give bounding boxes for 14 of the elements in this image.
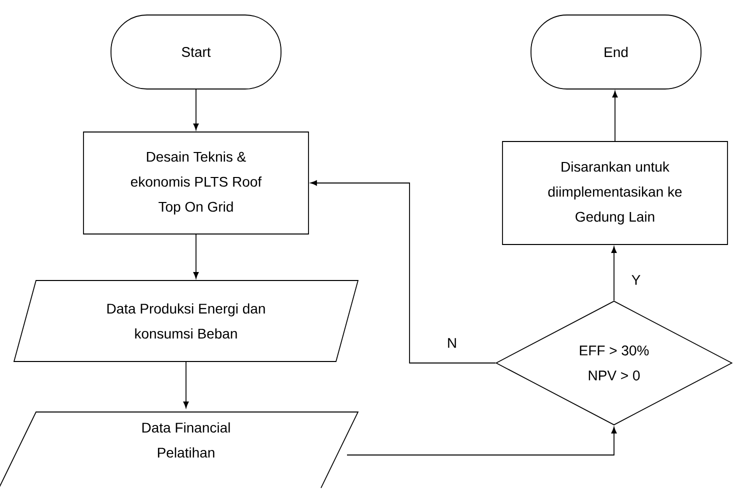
arrow xyxy=(193,234,199,279)
process-box: Desain Teknis & ekonomis PLTS Roof Top On Grid xyxy=(83,132,309,234)
edge-label: Y xyxy=(630,274,642,286)
arrow xyxy=(193,89,199,130)
arrow xyxy=(346,426,617,456)
edge-label: N xyxy=(446,337,458,349)
arrow xyxy=(183,362,189,408)
process-box: Disarankan untuk diimplementasikan ke Gedung Lain xyxy=(502,141,728,245)
arrow xyxy=(611,246,617,301)
arrow xyxy=(612,90,618,142)
start-terminal: Start xyxy=(110,14,282,90)
arrow xyxy=(310,180,496,364)
data-parallelogram: Data Financial Pelatihan xyxy=(0,412,359,488)
end-terminal: End xyxy=(530,14,702,90)
